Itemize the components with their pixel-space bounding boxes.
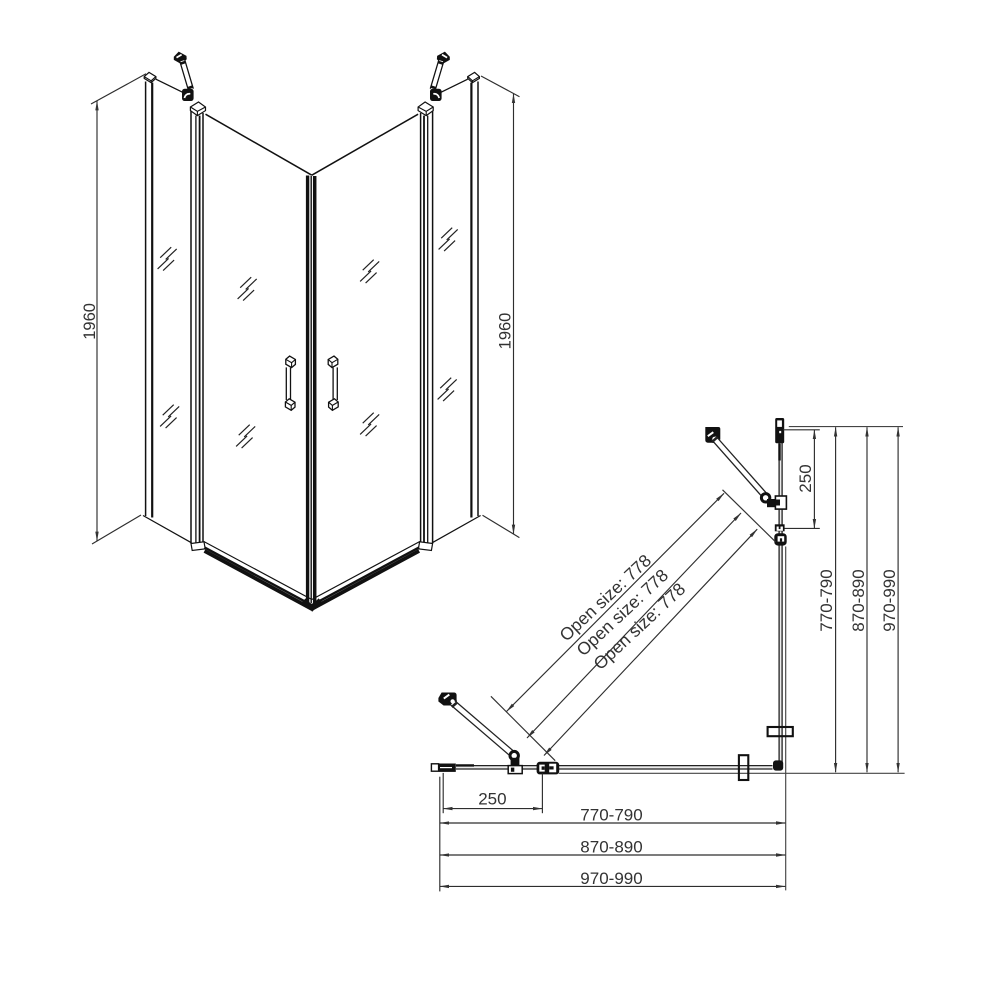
svg-text:870-890: 870-890: [849, 569, 868, 631]
svg-text:1960: 1960: [496, 313, 514, 350]
svg-text:250: 250: [478, 789, 506, 808]
svg-text:770-790: 770-790: [817, 569, 836, 631]
svg-text:970-990: 970-990: [880, 569, 899, 631]
svg-text:250: 250: [796, 464, 815, 492]
svg-text:970-990: 970-990: [580, 869, 642, 888]
svg-text:770-790: 770-790: [580, 806, 642, 825]
svg-text:1960: 1960: [81, 303, 99, 340]
svg-text:870-890: 870-890: [580, 838, 642, 857]
